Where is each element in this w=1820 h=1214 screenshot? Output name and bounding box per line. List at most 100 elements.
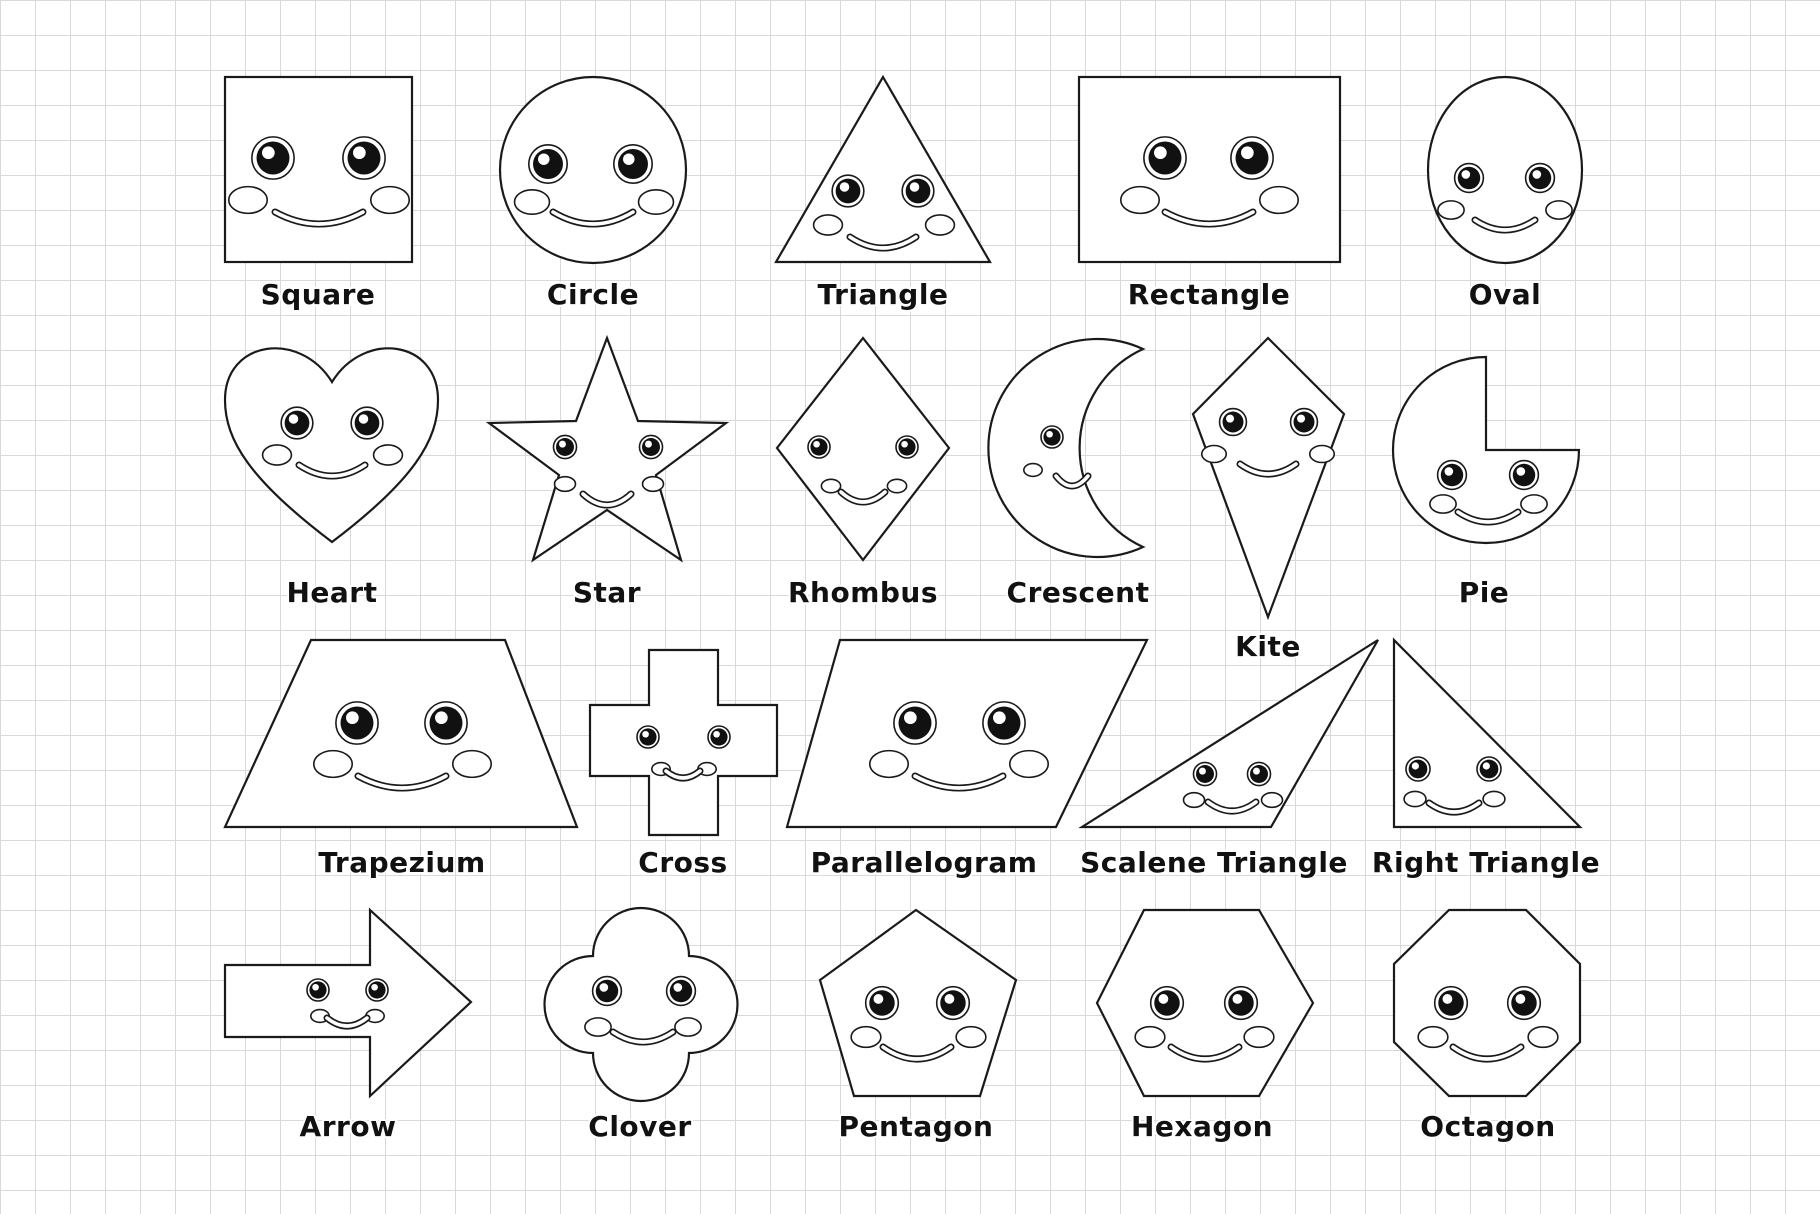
right-cheek [924, 214, 956, 236]
cross-face [636, 725, 731, 782]
right-eye [1512, 463, 1536, 487]
left-eye [1043, 428, 1061, 446]
left-eye-glint [813, 440, 820, 448]
shape-card-cross: Cross [588, 648, 779, 881]
arrow-label: Arrow [300, 1110, 397, 1143]
left-eye-glint [1199, 767, 1206, 775]
smile-fill [1238, 462, 1298, 476]
left-eye [595, 979, 619, 1003]
smile-fill [848, 235, 918, 250]
left-eye [256, 141, 290, 175]
left-cheek [1022, 462, 1043, 478]
smile-fill [325, 1016, 369, 1028]
left-eye [1408, 759, 1428, 779]
clover-outline [543, 906, 739, 1103]
left-eye [309, 981, 327, 999]
heart-outline [223, 347, 440, 544]
right-eye-glint [993, 711, 1006, 725]
right-eye [354, 410, 380, 436]
left-eye-glint [559, 440, 566, 448]
right-cheek [1527, 1025, 1559, 1049]
kite-label: Kite [1235, 630, 1301, 663]
smile-fill [1427, 801, 1481, 814]
right-cheek [674, 1017, 702, 1037]
hexagon-face [1134, 985, 1275, 1063]
right-eye-glint [353, 146, 366, 160]
right-eye-glint [1515, 994, 1526, 1004]
right-eye [347, 141, 381, 175]
left-cheek [812, 214, 844, 236]
left-cheek [1417, 1025, 1449, 1049]
left-cheek [261, 444, 293, 466]
shape-card-star: Star [485, 334, 730, 611]
right-eye-glint [1232, 994, 1243, 1004]
left-eye [639, 728, 657, 746]
left-cheek [820, 478, 842, 494]
triangle-outline [774, 74, 992, 264]
smile-fill [1473, 218, 1537, 232]
left-eye [533, 149, 563, 179]
star-label: Star [573, 576, 641, 609]
parallelogram-outline [785, 638, 1149, 829]
shape-card-crescent: Crescent [987, 337, 1151, 611]
circle-outline [498, 75, 688, 265]
right-eye [987, 706, 1021, 740]
right-eye [669, 979, 693, 1003]
right-eye-glint [1516, 467, 1526, 476]
left-eye [1196, 765, 1214, 783]
smile-fill [551, 210, 635, 226]
right-eye-glint [1241, 146, 1254, 160]
left-eye [1222, 411, 1244, 433]
right-cheek [1260, 791, 1284, 809]
scalene-triangle-face [1182, 761, 1284, 815]
square-label: Square [261, 278, 376, 311]
right-cheek [1008, 749, 1050, 779]
right-eye [618, 149, 648, 179]
triangle-label: Triangle [818, 278, 949, 311]
left-eye [1440, 463, 1464, 487]
shape-card-rhombus: Rhombus [775, 336, 951, 611]
right-cheek [955, 1025, 987, 1049]
left-eye-glint [873, 994, 884, 1004]
scalene-triangle-label: Scalene Triangle [1080, 846, 1348, 879]
clover-label: Clover [588, 1110, 691, 1143]
shape-card-rectangle: Rectangle [1077, 75, 1342, 313]
smile-fill [1206, 800, 1258, 813]
right-eye [1235, 141, 1269, 175]
smile-fill [611, 1030, 675, 1044]
star-outline [485, 334, 730, 563]
right-eye [710, 728, 728, 746]
trapezium-outline [223, 638, 579, 829]
left-cheek [1182, 791, 1206, 809]
clover-face [584, 975, 702, 1046]
left-cheek [1437, 200, 1465, 220]
left-cheek [553, 475, 577, 493]
pie-label: Pie [1459, 576, 1510, 609]
left-cheek [584, 1017, 612, 1037]
left-cheek [312, 749, 354, 779]
square-face [227, 136, 411, 228]
smile-fill [1451, 1045, 1523, 1061]
octagon-label: Octagon [1420, 1110, 1555, 1143]
trapezium-label: Trapezium [318, 846, 485, 879]
left-eye [835, 178, 861, 204]
smile-fill [664, 769, 702, 780]
left-cheek [513, 189, 551, 215]
right-cheek [1243, 1025, 1275, 1049]
left-eye [556, 438, 574, 456]
left-eye-glint [312, 983, 319, 991]
heart-label: Heart [286, 576, 377, 609]
left-eye-glint [288, 414, 299, 424]
smile-fill [881, 1045, 953, 1061]
shape-card-kite: Kite [1191, 336, 1346, 665]
left-eye-glint [262, 146, 275, 160]
right-cheek [1308, 444, 1336, 464]
cross-label: Cross [638, 846, 727, 879]
smile-fill [1169, 1045, 1241, 1061]
left-eye-glint [1226, 414, 1235, 423]
shape-card-pie: Pie [1391, 355, 1581, 611]
crescent-face [1022, 425, 1092, 490]
trapezium-face [312, 701, 493, 792]
shape-card-clover: Clover [543, 906, 739, 1145]
